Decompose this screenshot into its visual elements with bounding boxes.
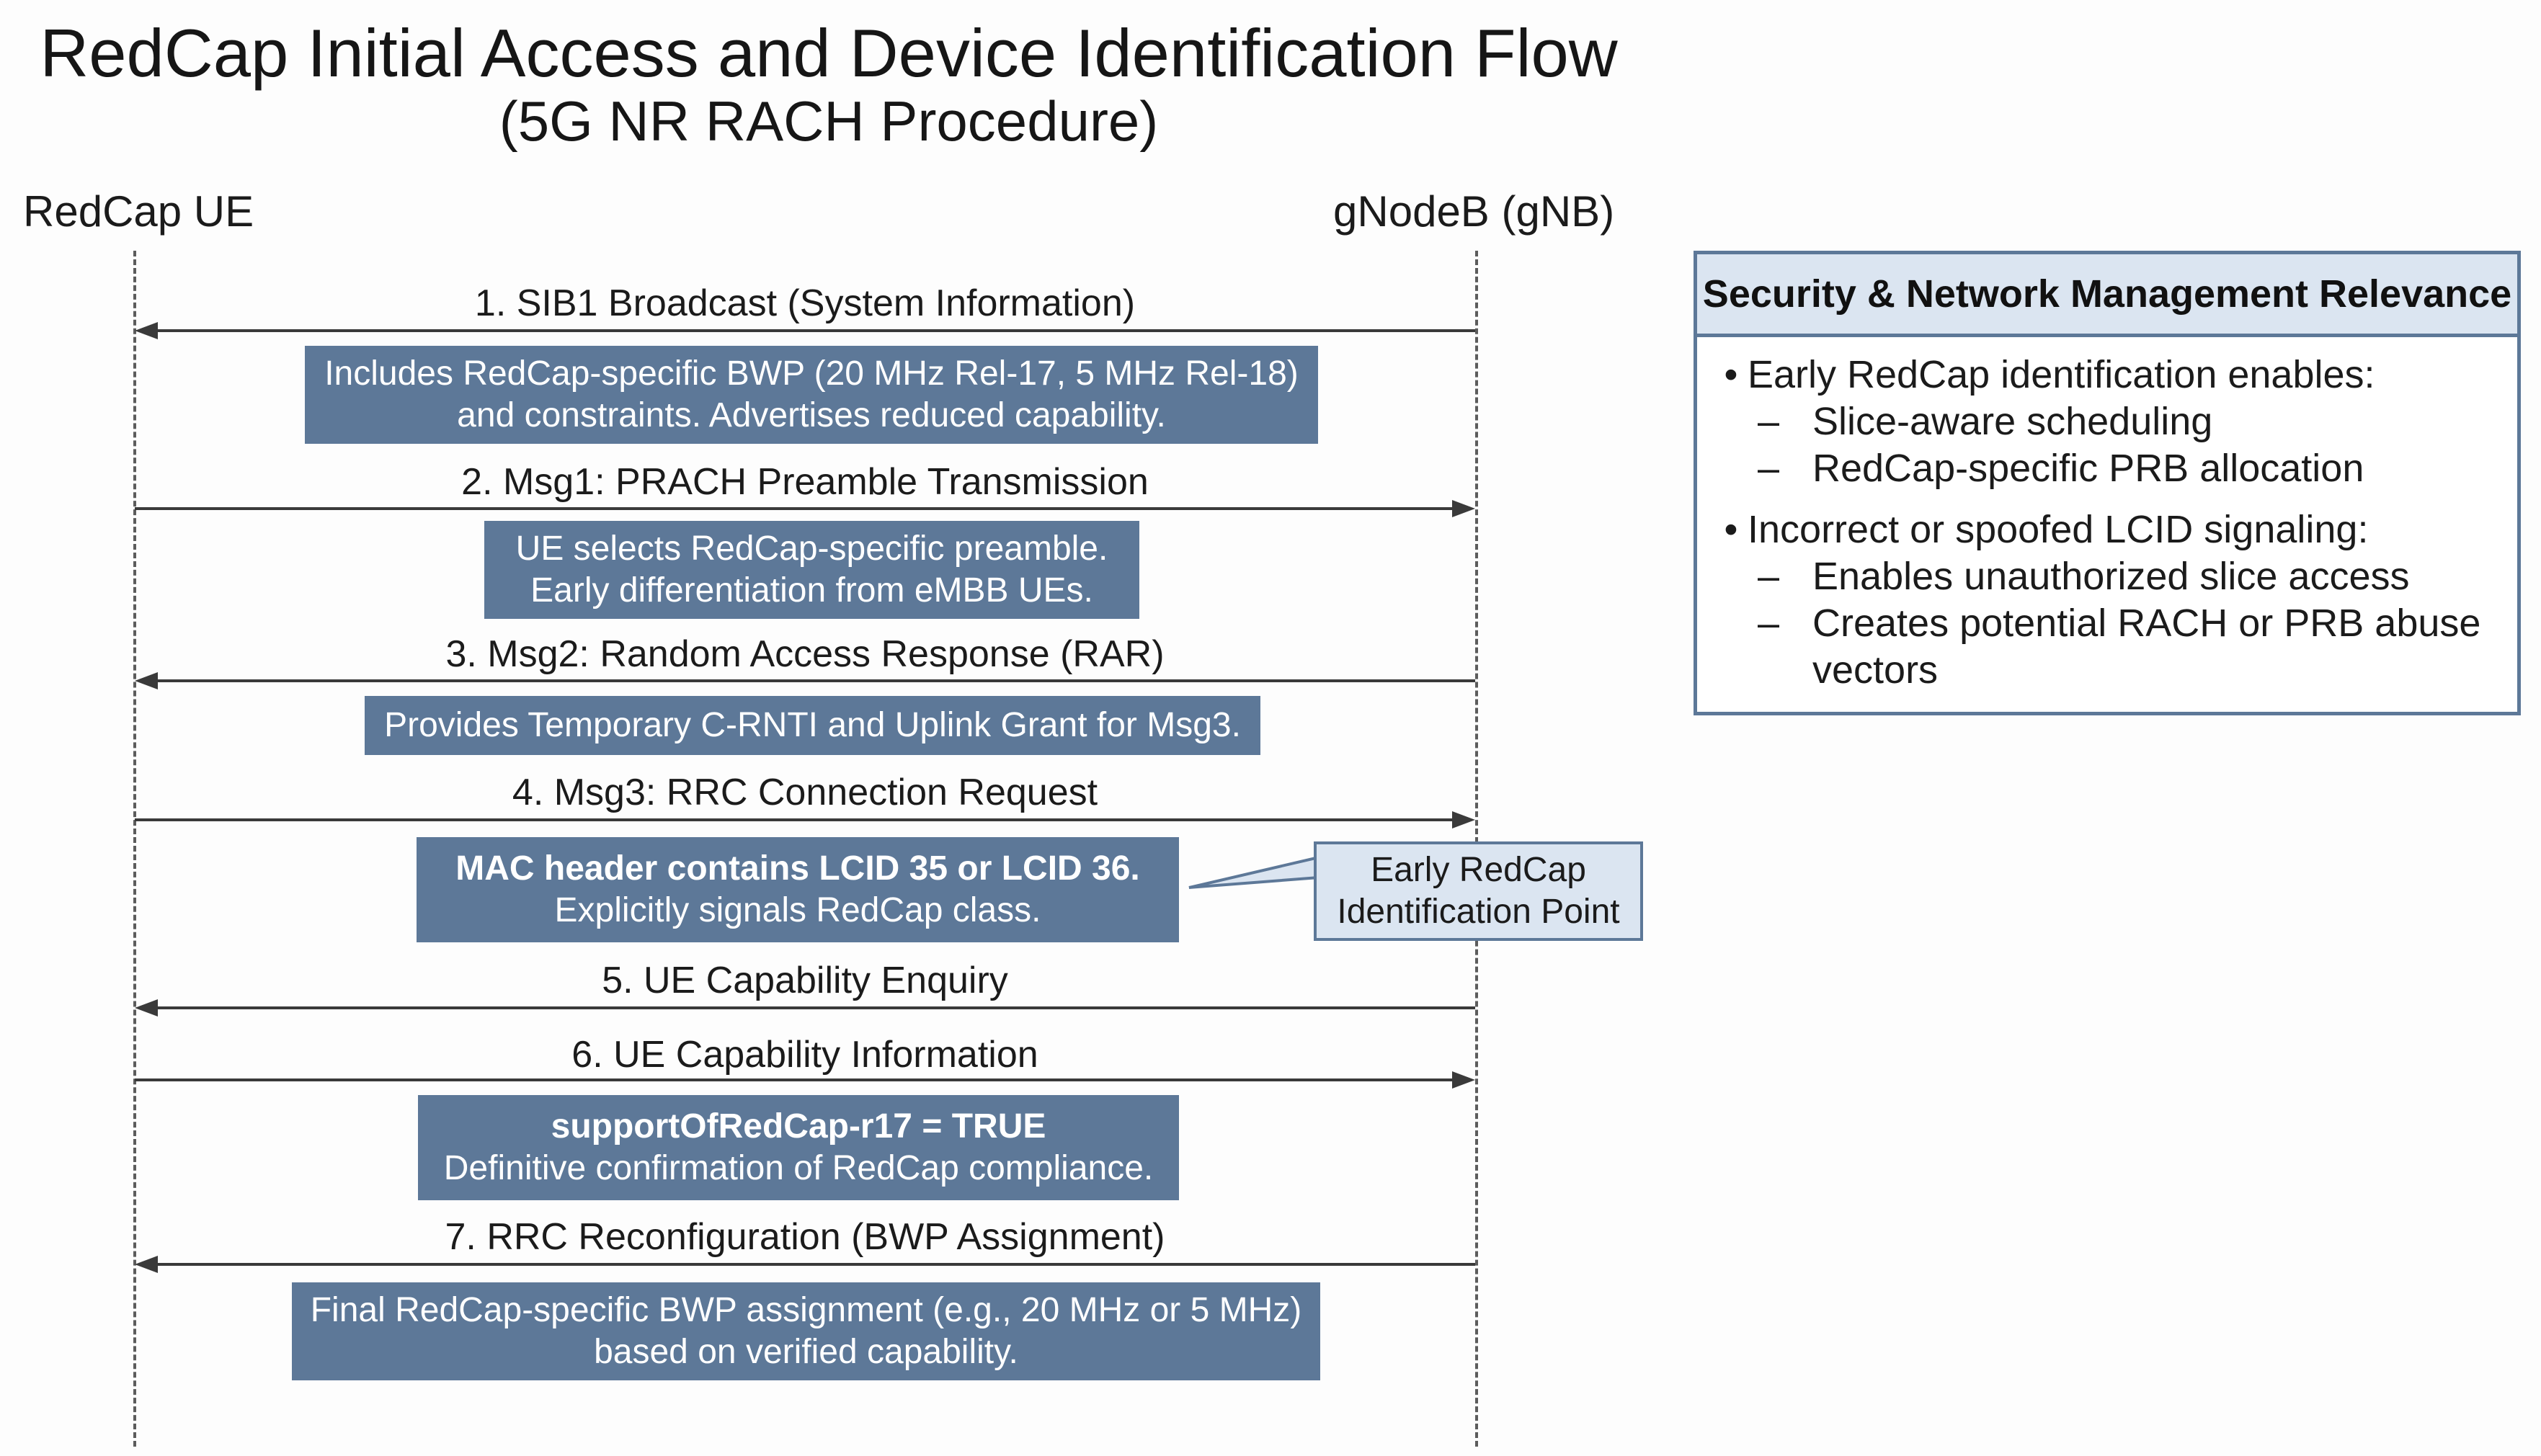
note-reconfig: Final RedCap-specific BWP assignment (e.…: [292, 1282, 1320, 1380]
note-msg3-line2: Explicitly signals RedCap class.: [554, 891, 1041, 929]
message-arrow-7: [135, 1256, 1475, 1273]
callout-pointer: [1188, 855, 1320, 889]
relevance-sub-item: – RedCap-specific PRB allocation: [1714, 445, 2503, 492]
diagram-subtitle: (5G NR RACH Procedure): [499, 89, 1159, 153]
message-arrow-4: [135, 811, 1475, 829]
message-arrow-1: [135, 322, 1475, 339]
entity-gnodeb: gNodeB (gNB): [1333, 187, 1615, 236]
note-msg2: Provides Temporary C-RNTI and Uplink Gra…: [365, 696, 1260, 755]
entity-redcap-ue: RedCap UE: [23, 187, 254, 236]
note-msg3-line1: MAC header contains LCID 35 or LCID 36.: [455, 849, 1140, 888]
callout-line2: Identification Point: [1337, 893, 1620, 931]
dash-icon: –: [1758, 400, 1780, 443]
relevance-bullet: • Incorrect or spoofed LCID signaling:: [1714, 506, 2503, 553]
message-arrow-6: [135, 1071, 1475, 1089]
dash-icon: –: [1758, 555, 1780, 598]
note-capability-line1: supportOfRedCap-r17 = TRUE: [551, 1107, 1046, 1145]
early-identification-callout: Early RedCap Identification Point: [1314, 841, 1643, 941]
relevance-sub-item: – Creates potential RACH or PRB abuse: [1714, 600, 2503, 647]
note-msg2-line1: Provides Temporary C-RNTI and Uplink Gra…: [384, 706, 1241, 744]
note-msg3: MAC header contains LCID 35 or LCID 36. …: [417, 837, 1179, 942]
message-label-4: 4. Msg3: RRC Connection Request: [512, 772, 1098, 813]
note-sib1: Includes RedCap-specific BWP (20 MHz Rel…: [305, 346, 1318, 444]
note-sib1-line1: Includes RedCap-specific BWP (20 MHz Rel…: [324, 354, 1299, 393]
diagram-title: RedCap Initial Access and Device Identif…: [40, 15, 1618, 91]
ue-lifeline: [133, 251, 136, 1447]
relevance-bullet-text: Early RedCap identification enables:: [1748, 353, 2375, 396]
bullet-icon: •: [1724, 508, 1738, 551]
relevance-sub-item-text: RedCap-specific PRB allocation: [1812, 447, 2364, 490]
message-label-6: 6. UE Capability Information: [571, 1034, 1038, 1076]
callout-line1: Early RedCap: [1371, 851, 1586, 889]
note-msg1-line1: UE selects RedCap-specific preamble.: [515, 530, 1108, 568]
message-arrow-3: [135, 672, 1475, 689]
relevance-sub-item-text: vectors: [1812, 648, 1939, 692]
note-sib1-line2: and constraints. Advertises reduced capa…: [457, 396, 1166, 434]
note-msg1-line2: Early differentiation from eMBB UEs.: [530, 571, 1093, 609]
relevance-sub-item-text: Slice-aware scheduling: [1812, 400, 2213, 443]
message-arrow-5: [135, 999, 1475, 1017]
security-relevance-panel: Security & Network Management Relevance …: [1694, 251, 2521, 715]
note-msg1: UE selects RedCap-specific preamble. Ear…: [484, 521, 1139, 619]
message-label-3: 3. Msg2: Random Access Response (RAR): [445, 633, 1165, 675]
dash-icon: –: [1758, 447, 1780, 490]
note-reconfig-line1: Final RedCap-specific BWP assignment (e.…: [310, 1291, 1302, 1329]
message-label-1: 1. SIB1 Broadcast (System Information): [474, 282, 1136, 324]
note-reconfig-line2: based on verified capability.: [594, 1333, 1018, 1371]
relevance-panel-header: Security & Network Management Relevance: [1697, 254, 2517, 337]
relevance-bullet: • Early RedCap identification enables:: [1714, 352, 2503, 398]
note-capability-line2: Definitive confirmation of RedCap compli…: [443, 1149, 1154, 1187]
relevance-sub-item: – Slice-aware scheduling: [1714, 398, 2503, 445]
relevance-sub-item-text: Creates potential RACH or PRB abuse: [1812, 602, 2481, 645]
relevance-sub-item-text: Enables unauthorized slice access: [1812, 555, 2410, 598]
message-label-7: 7. RRC Reconfiguration (BWP Assignment): [445, 1216, 1165, 1258]
bullet-icon: •: [1724, 353, 1738, 396]
message-label-5: 5. UE Capability Enquiry: [602, 960, 1008, 1001]
message-label-2: 2. Msg1: PRACH Preamble Transmission: [461, 461, 1149, 503]
relevance-bullet-text: Incorrect or spoofed LCID signaling:: [1748, 508, 2369, 551]
dash-icon: –: [1758, 602, 1780, 645]
note-capability: supportOfRedCap-r17 = TRUE Definitive co…: [418, 1095, 1179, 1200]
message-arrow-2: [135, 500, 1475, 517]
relevance-panel-body: • Early RedCap identification enables: –…: [1697, 337, 2517, 694]
relevance-sub-item: vectors: [1714, 647, 2503, 694]
relevance-sub-item: – Enables unauthorized slice access: [1714, 553, 2503, 600]
